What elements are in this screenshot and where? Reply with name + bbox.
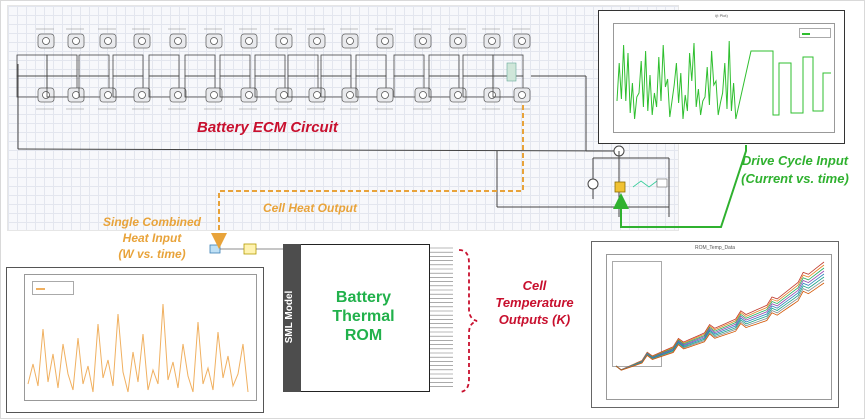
temperature-curve [615, 282, 825, 371]
ecm-cell-bottom-terminal [280, 91, 288, 99]
ecm-cell-top-terminal [210, 37, 218, 45]
ecm-cell-top-terminal [346, 37, 354, 45]
single-combined-heat-input-label: Single Combined Heat Input (W vs. time) [89, 214, 215, 262]
ecm-cell-top-terminal [138, 37, 146, 45]
temperature-plot-title: ROM_Temp_Data [694, 245, 735, 251]
ecm-cell-bottom-link [355, 75, 387, 98]
ecm-cell-top-terminal [72, 37, 80, 45]
ecm-cell-top-terminal [488, 37, 496, 45]
ecm-cell-bottom-terminal [346, 91, 354, 99]
ecm-cell-top-terminal [42, 37, 50, 45]
cell-temperature-traces [615, 261, 825, 371]
ecm-cell-top-terminal [419, 37, 427, 45]
cell-temp-label-line-2: Temperature [495, 295, 574, 310]
heat-input-curve [27, 303, 249, 393]
source-sensor-block [656, 178, 668, 188]
ecm-cell-top-terminal [313, 37, 321, 45]
ecm-probe-block [506, 62, 517, 82]
heat-input-legend-swatch [36, 288, 45, 290]
rom-output-bracket [458, 249, 478, 393]
voltage-source-icon [587, 178, 599, 190]
ecm-return-wire [17, 148, 622, 152]
ecm-cell-top-terminal [381, 37, 389, 45]
ecm-cell-bottom-link [428, 75, 460, 98]
cell-temperature-plot: ROM_Temp_Data [591, 241, 839, 408]
battery-thermal-rom-block [283, 244, 430, 392]
ecm-cell-bottom-link [254, 75, 286, 98]
ecm-cell-bottom-terminal [174, 91, 182, 99]
rom-label-line-3: ROM [344, 327, 383, 344]
drive-cycle-input-label: Drive Cycle Input (Current vs. time) [729, 152, 861, 188]
drive-cycle-curve [616, 40, 831, 120]
heat-input-plot [6, 267, 264, 413]
ecm-cell-bottom-terminal [381, 91, 389, 99]
ecm-cell-bottom-link [148, 75, 180, 98]
battery-ecm-circuit-label: Battery ECM Circuit [197, 119, 338, 136]
drive-cycle-source-block [614, 181, 626, 193]
ecm-cell-bottom-terminal [210, 91, 218, 99]
ecm-cell-top-terminal [245, 37, 253, 45]
ecm-cell-bottom-link [287, 75, 319, 98]
ecm-cell-bottom-terminal [313, 91, 321, 99]
heat-input-trace [27, 303, 249, 393]
ecm-cell-bottom-terminal [419, 91, 427, 99]
ecm-cell-bottom-link [219, 75, 251, 98]
temperature-plot-area [606, 254, 832, 400]
ecm-cell-bottom-terminal [72, 91, 80, 99]
drive-cycle-label-line-2: (Current vs. time) [741, 171, 849, 186]
cell-temperature-outputs-label: Cell Temperature Outputs (K) [487, 277, 582, 328]
ecm-cell-bottom-link [393, 75, 425, 98]
ecm-cell-bottom-terminal [138, 91, 146, 99]
ecm-cell-top-terminal [518, 37, 526, 45]
ecm-cell-top-terminal [174, 37, 182, 45]
drive-cycle-input-arrow [613, 145, 747, 228]
drive-cycle-plot: i(t Plot) [598, 10, 845, 144]
cell-temp-label-line-1: Cell [522, 278, 547, 293]
temperature-curve [615, 264, 825, 371]
rom-label-line-1: Battery [335, 289, 392, 306]
single-heat-label-line-3: (W vs. time) [118, 247, 186, 261]
ecm-cell-bottom-terminal [518, 91, 526, 99]
cell-heat-output-label: Cell Heat Output [263, 201, 358, 215]
sml-model-sidebar [283, 244, 301, 392]
drive-cycle-label-line-1: Drive Cycle Input [741, 153, 849, 168]
temperature-curve [615, 276, 825, 371]
ecm-cell-bottom-terminal [104, 91, 112, 99]
heat-input-legend [32, 281, 74, 295]
ecm-cell-bottom-link [320, 75, 352, 98]
cell-heat-output-arrow [211, 105, 524, 249]
rom-label-line-2: Thermal [332, 308, 395, 325]
ecm-cell-bottom-link [112, 75, 144, 98]
ecm-cell-bottom-link [78, 75, 110, 98]
ecm-cell-bottom-terminal [454, 91, 462, 99]
drive-cycle-trace [616, 40, 831, 120]
battery-thermal-rom-label: Battery Thermal ROM [306, 288, 421, 345]
ecm-cell-top-terminal [280, 37, 288, 45]
ecm-cell-bottom-link [46, 75, 78, 98]
ecm-cell-bottom-link [184, 75, 216, 98]
ecm-cell-top-terminal [104, 37, 112, 45]
ecm-cell-bottom-terminal [245, 91, 253, 99]
temperature-curve [615, 261, 825, 371]
single-heat-label-line-1: Single Combined [102, 215, 201, 229]
drive-cycle-legend-swatch [802, 33, 810, 35]
source-signal-wire [632, 180, 658, 188]
drive-cycle-legend [799, 28, 831, 38]
single-heat-label-line-2: Heat Input [122, 231, 182, 245]
ecm-cell-top-terminal [454, 37, 462, 45]
drive-cycle-plot-title: i(t Plot) [715, 13, 728, 18]
temperature-legend [612, 261, 662, 367]
cell-temp-label-line-3: Outputs (K) [498, 312, 571, 327]
